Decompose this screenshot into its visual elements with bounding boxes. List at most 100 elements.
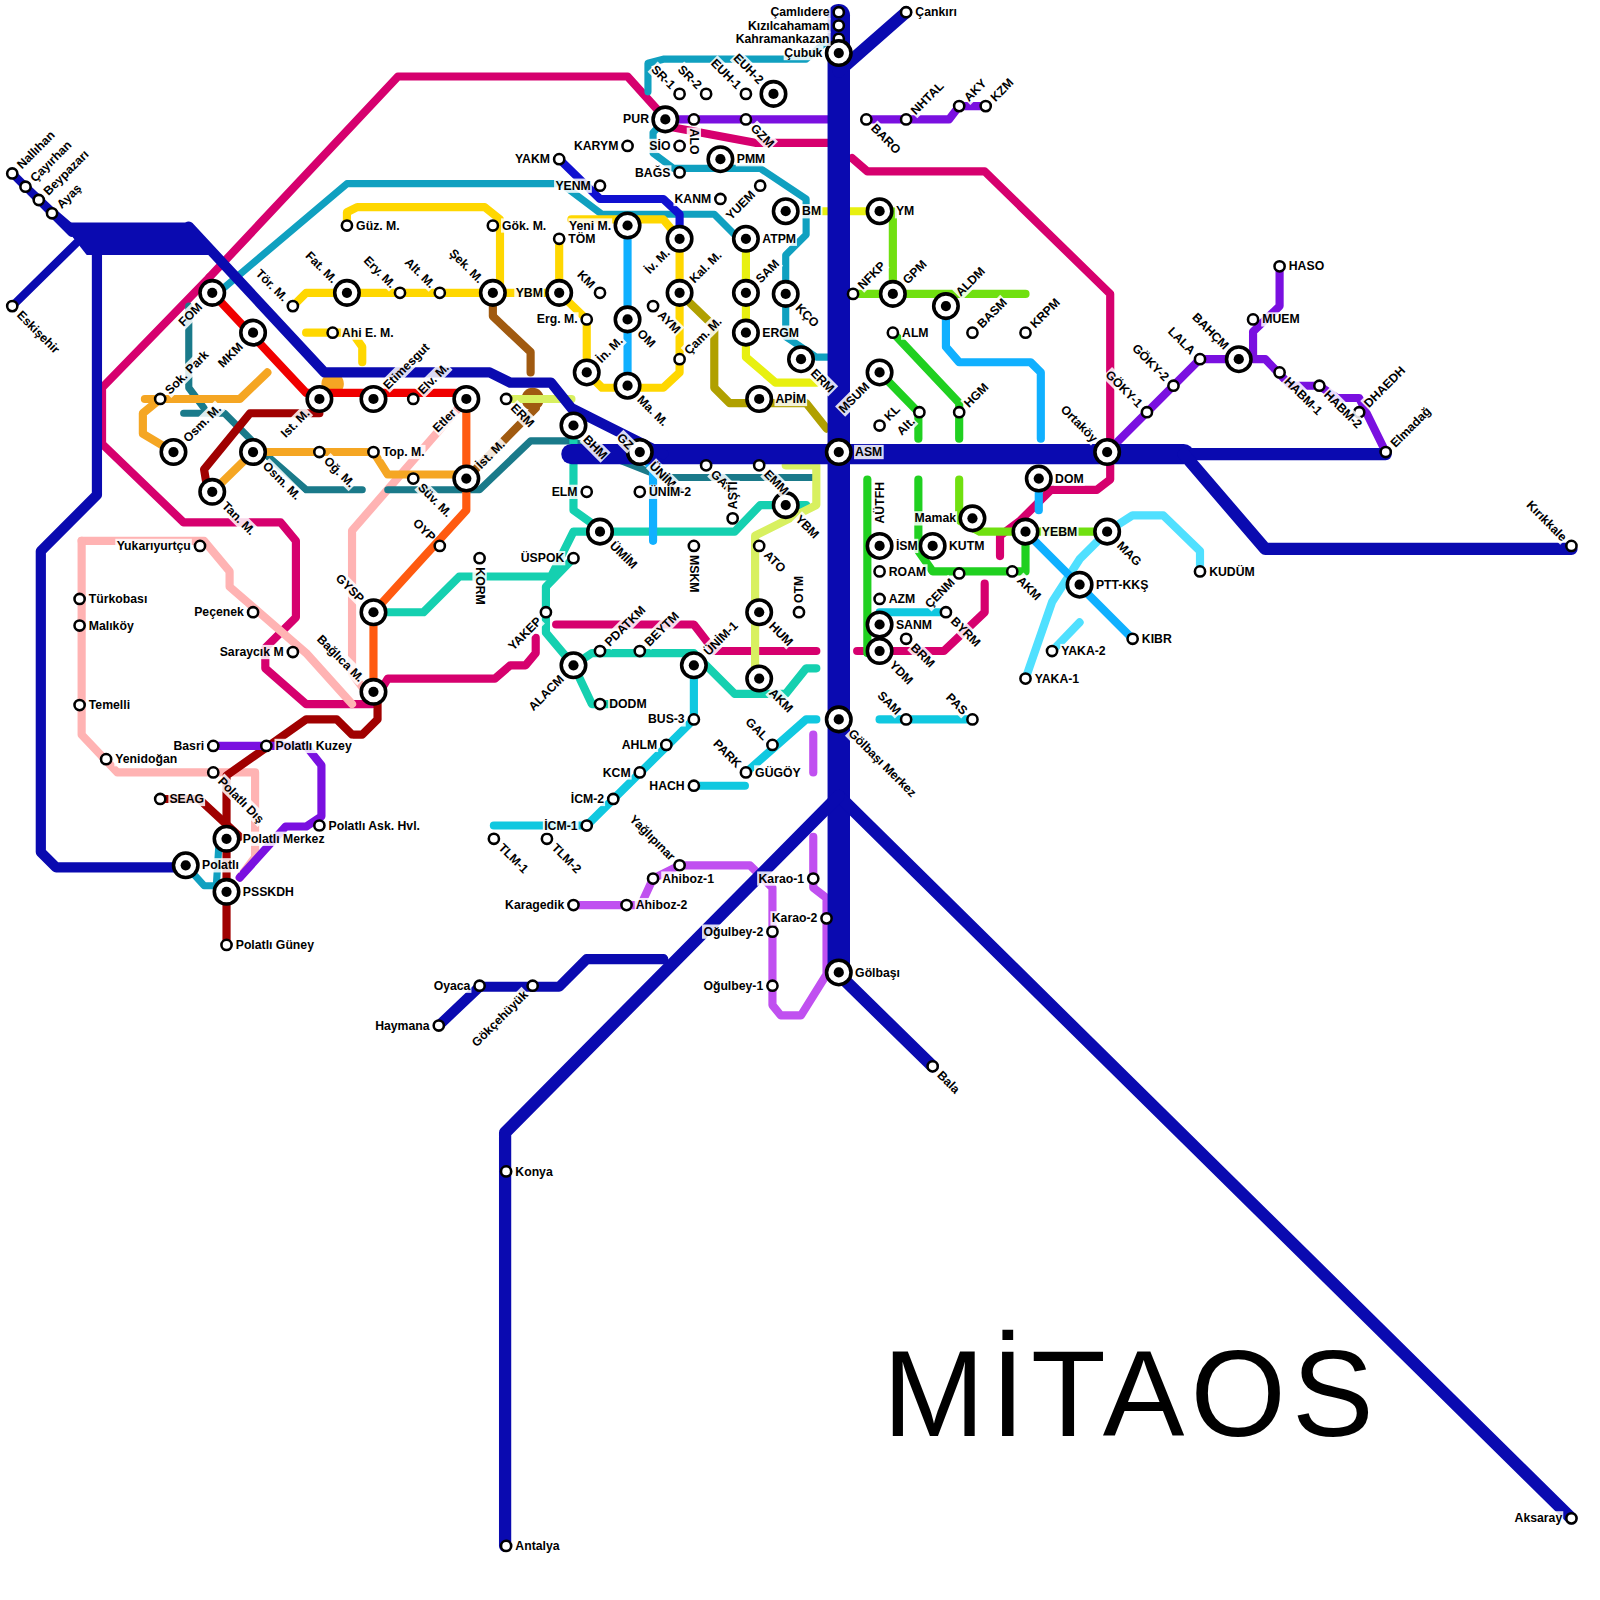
station-label: ÜNİM-2 [648,485,692,499]
interchange-marker [934,294,958,318]
station-marker [1314,381,1324,391]
station-label: TLM-1 [495,840,532,877]
interchange-core [221,887,231,897]
station-label: ASM [854,445,883,459]
station-label: Güz. M. [355,218,401,232]
station-label: Polatlı Dış [214,774,267,827]
station-label: Eskişehir [13,307,63,357]
station-label: SİO [648,139,671,153]
station-label: Top. M. [382,445,426,459]
interchange-core [461,394,471,404]
interchange-marker [173,853,197,877]
interchange-marker [1227,347,1251,371]
station-marker [288,301,298,311]
darkgreen-line [867,333,1025,653]
interchange-core [168,447,178,457]
station-label: BHM [580,432,611,463]
interchange-marker [1095,519,1119,543]
interchange-marker [734,227,758,251]
station-marker [1047,646,1057,656]
station-label: AYM [654,307,684,337]
station-label: Oğ. M. [320,453,358,491]
station-label: İCM-1 [543,818,578,832]
station-label: Yukarıyurtçu [116,539,192,553]
station-marker [434,1020,444,1030]
station-marker [489,834,499,844]
interchange-marker [588,519,612,543]
interchange-marker [547,281,571,305]
station-marker [568,900,578,910]
station-label: Gölbaşı [854,965,901,979]
station-label: Gölbaşı Merkez [845,726,920,801]
station-label: BUS-3 [647,712,686,726]
station-marker [674,89,684,99]
station-label: Etler [429,405,460,436]
station-marker [674,141,684,151]
interchange-marker [747,387,771,411]
station-marker [501,1541,511,1551]
station-marker [1274,367,1284,377]
station-marker [195,541,205,551]
station-label: NFKP [854,258,889,293]
station-label: Gök. M. [501,218,547,232]
station-label: YM [895,204,915,218]
interchange-marker [241,440,265,464]
station-label: KARYM [573,139,619,153]
station-label: Çamlıdere [769,5,830,19]
interchange-marker [1013,519,1037,543]
green-line [853,211,1107,531]
station-marker [821,913,831,923]
station-marker [1195,566,1205,576]
station-label: EMM [760,466,792,498]
interchange-marker [214,827,238,851]
interchange-marker [667,227,691,251]
interchange-marker [454,466,478,490]
station-label: KZM [987,75,1017,105]
station-marker [474,981,484,991]
aqua-line [373,426,816,705]
interchange-core [181,860,191,870]
station-label: Antalya [514,1539,560,1553]
station-marker [314,820,324,830]
aqua2-line [494,612,973,825]
interchange-core [796,354,806,364]
station-label: YBM [515,286,544,300]
station-label: ÜSPOK [520,551,566,565]
station-label: Mamak [914,511,958,525]
station-label: DODM [608,697,647,711]
station-marker [608,794,618,804]
station-marker [1142,407,1152,417]
station-marker [1381,447,1391,457]
station-label: Oyaca [433,979,472,993]
station-label: Peçenek [193,605,245,619]
station-label: Alt. M. [401,254,439,292]
interchange-marker [827,707,851,731]
station-label: PDATKM [601,602,649,650]
station-label: İSM [895,539,919,553]
station-marker [754,541,764,551]
station-label: ERM [507,400,538,431]
interchange-marker [920,534,944,558]
station-label: Kahramankazan [735,32,831,46]
station-marker [47,208,57,218]
station-marker [767,927,777,937]
station-label: Çam. M. [681,313,726,358]
interchange-core [1074,580,1084,590]
station-marker [1128,634,1138,644]
interchange-marker [653,107,677,131]
station-label: Kırıkkale [1523,497,1571,545]
station-label: ÜNİM-1 [700,618,741,659]
station-label: Şek. M. [445,245,486,286]
magenta-line [102,77,1110,705]
interchange-marker [734,281,758,305]
station-label: BASM [974,295,1011,332]
station-marker [1248,314,1258,324]
station-marker [1566,541,1576,551]
station-label: PAS [943,690,972,719]
station-label: TÖM [567,232,596,246]
station-label: TLM-2 [548,840,585,877]
station-marker [888,328,898,338]
interchange-core [754,607,764,617]
interchange-marker [1067,572,1091,596]
station-marker [408,394,418,404]
